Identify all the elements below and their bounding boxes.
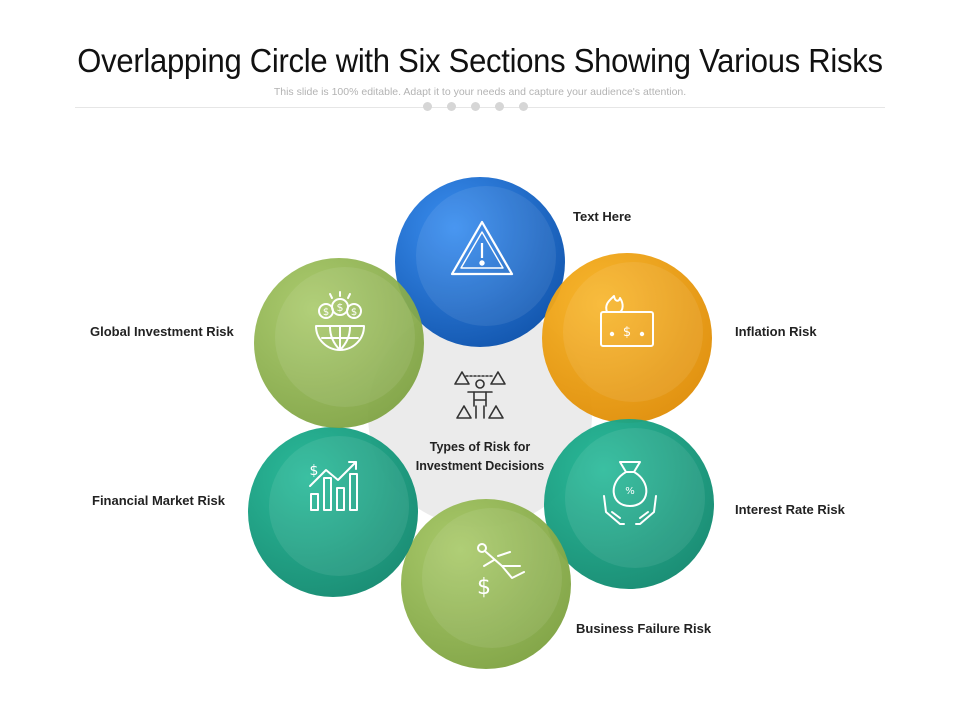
falling-person-dollar-icon: $ bbox=[477, 543, 525, 600]
label-text-here: Text Here bbox=[573, 209, 632, 224]
circle-interest-rate-risk bbox=[544, 419, 714, 589]
svg-text:$: $ bbox=[351, 307, 357, 318]
burning-money-icon: $ bbox=[600, 295, 654, 347]
dot bbox=[423, 102, 432, 111]
bar-chart-dollar-icon: $ bbox=[309, 461, 358, 511]
center-label-line1: Types of Risk for bbox=[429, 440, 531, 454]
dot bbox=[495, 102, 504, 111]
center-circle bbox=[368, 303, 592, 527]
label-interest-rate-risk: Interest Rate Risk bbox=[735, 502, 845, 517]
center-label-line2: Investment Decisions bbox=[415, 459, 545, 473]
decorative-dots bbox=[420, 102, 540, 112]
page-title: Overlapping Circle with Six Sections Sho… bbox=[77, 42, 883, 79]
svg-text:$: $ bbox=[310, 463, 319, 479]
person-balancing-warnings-icon bbox=[454, 371, 506, 419]
page-subtitle: This slide is 100% editable. Adapt it to… bbox=[273, 86, 687, 98]
center-label: Types of Risk for Investment Decisions bbox=[390, 438, 570, 476]
dot bbox=[471, 102, 480, 111]
svg-text:$: $ bbox=[337, 301, 344, 314]
globe-coins-icon: $ $ $ bbox=[315, 291, 365, 351]
warning-icon bbox=[450, 220, 514, 276]
money-bag-hands-icon: % bbox=[603, 461, 657, 525]
label-global-investment-risk: Global Investment Risk bbox=[90, 324, 234, 339]
circle-business-failure-risk bbox=[401, 499, 571, 669]
title-divider bbox=[75, 107, 885, 108]
svg-text:$: $ bbox=[323, 307, 329, 318]
svg-text:$: $ bbox=[477, 575, 491, 600]
label-financial-market-risk: Financial Market Risk bbox=[92, 493, 225, 508]
circle-inflation-risk bbox=[542, 253, 712, 423]
label-inflation-risk: Inflation Risk bbox=[735, 324, 817, 339]
circle-financial-market-risk bbox=[248, 427, 418, 597]
svg-text:$: $ bbox=[623, 325, 631, 340]
dot bbox=[447, 102, 456, 111]
label-business-failure-risk: Business Failure Risk bbox=[576, 621, 712, 636]
svg-text:%: % bbox=[625, 486, 635, 497]
dot bbox=[519, 102, 528, 111]
